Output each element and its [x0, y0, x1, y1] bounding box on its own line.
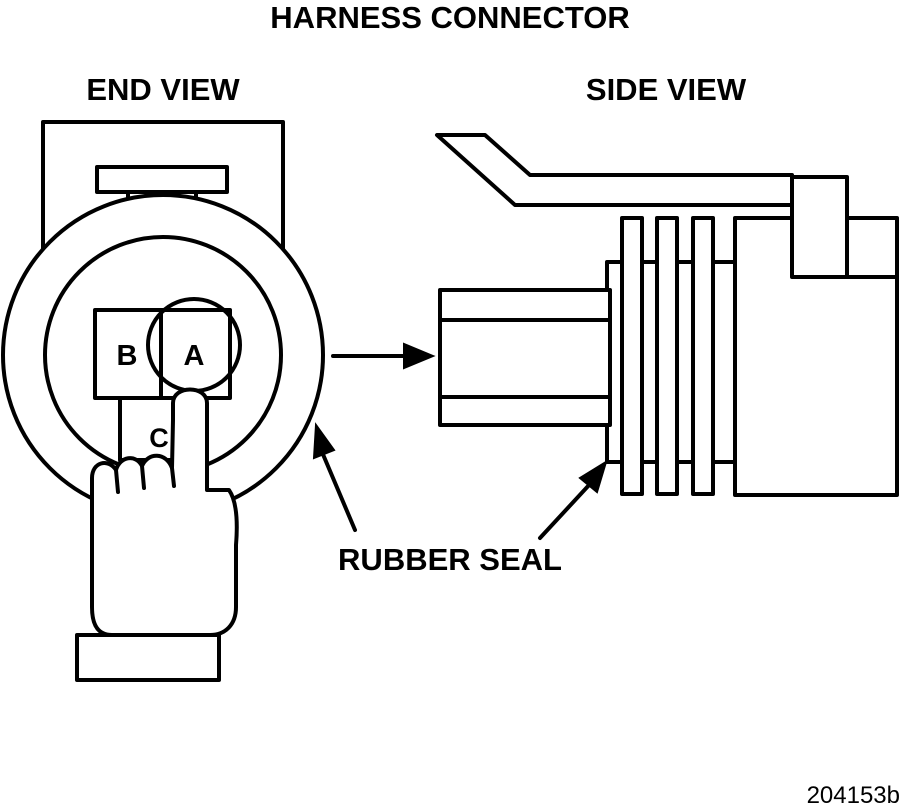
- side-view-label: SIDE VIEW: [586, 72, 747, 107]
- terminal-cavities: [93, 308, 232, 462]
- terminal-label-c: C: [149, 423, 169, 453]
- locking-tab: [435, 133, 794, 207]
- figure-id: 204153b: [807, 782, 900, 807]
- pointing-hand-icon: [75, 387, 239, 682]
- end-view: END VIEW A B C: [1, 72, 325, 682]
- side-view-housing: [733, 175, 899, 497]
- terminal-label-a: A: [184, 340, 205, 372]
- terminal-label-b: B: [117, 340, 138, 372]
- side-view: SIDE VIEW: [435, 72, 899, 497]
- end-view-label: END VIEW: [86, 72, 240, 107]
- rubber-seal-callout: RUBBER SEAL: [312, 422, 608, 577]
- view-direction-arrow: [331, 342, 436, 370]
- seal-ribs: [605, 216, 737, 496]
- connector-nose: [438, 288, 612, 427]
- rubber-seal-label: RUBBER SEAL: [338, 542, 562, 577]
- diagram-title: HARNESS CONNECTOR: [270, 0, 629, 35]
